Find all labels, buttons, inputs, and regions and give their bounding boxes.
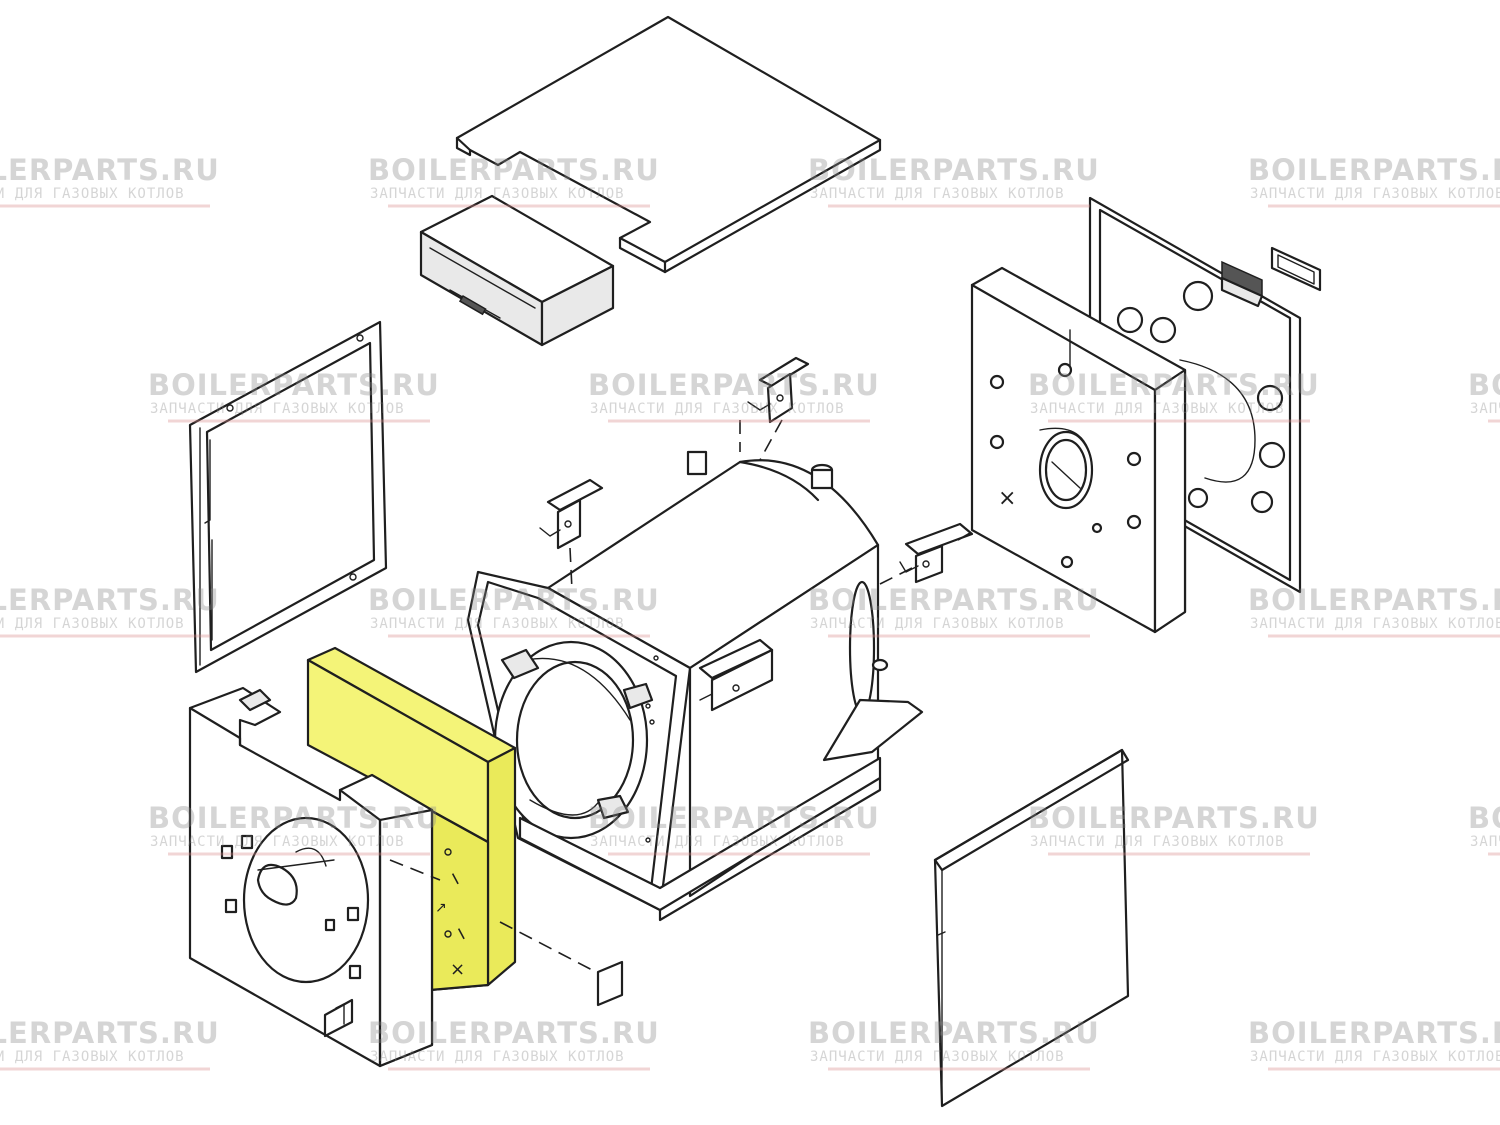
svg-text:×: ×	[998, 486, 1016, 511]
watermark-subtitle: ЗАПЧАСТИ ДЛЯ ГАЗОВЫХ КОТЛОВ	[370, 186, 625, 202]
watermark-subtitle: ЗАПЧАСТИ ДЛЯ ГАЗОВЫХ КОТЛОВ	[810, 616, 1065, 632]
watermark-subtitle: ЗАПЧАСТИ ДЛЯ ГАЗОВЫХ КОТЛОВ	[370, 1049, 625, 1065]
watermark-title: BOILERPARTS.RU	[0, 583, 220, 617]
watermark-title: BOILERPARTS.RU	[1248, 583, 1500, 617]
rear-insulation-block[interactable]: ×	[970, 266, 1187, 634]
mounting-bracket-left[interactable]	[539, 478, 604, 591]
front-panel[interactable]	[188, 686, 441, 1068]
watermark-subtitle: ЗАПЧАСТИ ДЛЯ ГАЗОВЫХ КОТЛОВ	[1250, 1049, 1500, 1065]
watermark-title: BOILERPARTS.RU	[0, 153, 220, 187]
watermark-subtitle: ЗАПЧАСТИ ДЛЯ ГАЗОВЫХ КОТЛОВ	[590, 401, 845, 417]
watermark-title: BOILERPARTS.RU	[1248, 1016, 1500, 1050]
watermark-title: BOILERPARTS.RU	[368, 1016, 660, 1050]
svg-text:↗: ↗	[435, 900, 447, 916]
watermark-title: BOILERPARTS.RU	[808, 1016, 1100, 1050]
small-gasket-part[interactable]	[499, 921, 624, 1007]
watermark-subtitle: ЗАПЧАСТИ ДЛЯ ГАЗОВЫХ КОТЛОВ	[1030, 401, 1285, 417]
watermark-title: BOILERPARTS.RU	[588, 368, 880, 402]
heat-exchanger-body[interactable]	[466, 450, 924, 922]
watermark-subtitle: ЗАПЧАСТИ ДЛЯ ГАЗОВЫХ КОТЛОВ	[590, 834, 845, 850]
watermark-subtitle: ЗАПЧАСТИ ДЛЯ ГАЗОВЫХ КОТЛОВ	[1250, 186, 1500, 202]
watermark-subtitle: ЗАПЧАСТИ ДЛЯ ГАЗОВЫХ КОТЛОВ	[1250, 616, 1500, 632]
watermark-subtitle: ЗАПЧАСТИ ДЛЯ ГАЗОВЫХ КОТЛОВ	[0, 186, 185, 202]
watermark-title: BOILERPARTS.RU	[808, 153, 1100, 187]
watermark-subtitle: ЗАПЧАСТИ ДЛЯ ГАЗОВЫХ КОТЛОВ	[370, 616, 625, 632]
watermark-subtitle: ЗАПЧАСТИ ДЛЯ ГАЗОВЫХ КОТЛОВ	[150, 834, 405, 850]
watermark-title: BOILERPARTS.RU	[1468, 368, 1500, 402]
left-side-frame[interactable]	[188, 320, 388, 674]
watermark-title: BOILERPARTS.RU	[368, 153, 660, 187]
watermark-subtitle: ЗАПЧАСТИ ДЛЯ ГАЗОВЫХ КОТЛОВ	[1470, 401, 1500, 417]
watermark-subtitle: ЗАПЧАСТИ ДЛЯ ГАЗОВЫХ КОТЛОВ	[1030, 834, 1285, 850]
right-side-panel[interactable]	[933, 748, 1130, 1108]
watermark-subtitle: ЗАПЧАСТИ ДЛЯ ГАЗОВЫХ КОТЛОВ	[0, 1049, 185, 1065]
mounting-bracket-top[interactable]	[739, 356, 810, 461]
watermark-subtitle: ЗАПЧАСТИ ДЛЯ ГАЗОВЫХ КОТЛОВ	[0, 616, 185, 632]
watermark-title: BOILERPARTS.RU	[148, 368, 440, 402]
watermark-title: BOILERPARTS.RU	[808, 583, 1100, 617]
watermark-title: BOILERPARTS.RU	[1028, 801, 1320, 835]
mounting-bracket-right[interactable]	[879, 522, 976, 585]
watermark-subtitle: ЗАПЧАСТИ ДЛЯ ГАЗОВЫХ КОТЛОВ	[810, 1049, 1065, 1065]
mounting-bracket-side[interactable]	[698, 638, 774, 712]
watermark-subtitle: ЗАПЧАСТИ ДЛЯ ГАЗОВЫХ КОТЛОВ	[1470, 834, 1500, 850]
control-box[interactable]	[419, 194, 615, 347]
watermark-title: BOILERPARTS.RU	[1468, 801, 1500, 835]
watermark-title: BOILERPARTS.RU	[368, 583, 660, 617]
watermark-subtitle: ЗАПЧАСТИ ДЛЯ ГАЗОВЫХ КОТЛОВ	[810, 186, 1065, 202]
top-cover-panel[interactable]	[455, 15, 882, 274]
watermark-title: BOILERPARTS.RU	[148, 801, 440, 835]
watermark-title: BOILERPARTS.RU	[0, 1016, 220, 1050]
svg-text:×: ×	[450, 959, 465, 980]
watermark-title: BOILERPARTS.RU	[1028, 368, 1320, 402]
watermark-title: BOILERPARTS.RU	[588, 801, 880, 835]
watermark-title: BOILERPARTS.RU	[1248, 153, 1500, 187]
watermark-subtitle: ЗАПЧАСТИ ДЛЯ ГАЗОВЫХ КОТЛОВ	[150, 401, 405, 417]
